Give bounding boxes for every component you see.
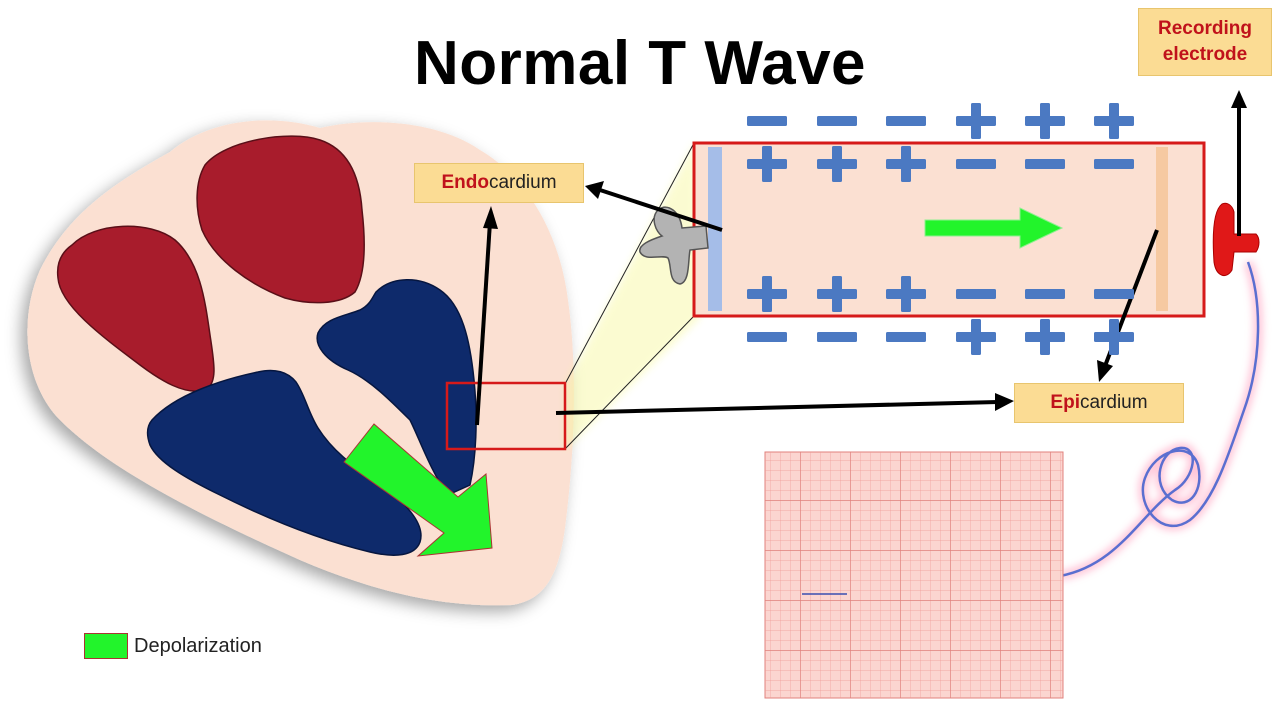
minus-charge-inner-top-4 — [956, 159, 996, 169]
page-title: Normal T Wave — [413, 29, 867, 98]
recording-electrode-icon — [1212, 202, 1260, 277]
plus-charge-outer-top-4 — [956, 103, 996, 139]
electrode-wire — [1059, 261, 1260, 578]
epicardium-label-highlight: Epi — [1050, 392, 1080, 413]
epicardium-edge — [1156, 147, 1168, 311]
zoom-line-bottom — [564, 315, 695, 450]
region-highlight-box — [445, 381, 567, 451]
plus-charge-inner-bottom-2 — [817, 276, 857, 312]
right-atrium — [196, 135, 365, 304]
depolarization-legend-label: Depolarization — [134, 634, 262, 657]
epicardium-label-rest: cardium — [1079, 392, 1148, 413]
minus-charge-outer-top-3 — [886, 116, 926, 126]
zoom-line-top — [564, 142, 695, 385]
minus-charge-outer-top-2 — [817, 116, 857, 126]
arrow-endo-heart-head — [483, 206, 498, 229]
minus-charge-inner-bottom-5 — [1025, 289, 1065, 299]
depolarization-arrow-heart — [343, 423, 493, 557]
minus-charge-inner-top-6 — [1094, 159, 1134, 169]
recording-electrode-line1: Recording — [1158, 18, 1252, 39]
plus-charge-inner-top-2 — [817, 146, 857, 182]
arrow-endo-tissue — [599, 188, 723, 232]
minus-charge-inner-bottom-4 — [956, 289, 996, 299]
left-ventricle — [146, 369, 422, 556]
recording-electrode-line2: electrode — [1162, 44, 1248, 65]
arrow-epi-heart — [555, 400, 999, 415]
arrow-endo-heart — [475, 221, 492, 426]
right-ventricle — [316, 279, 477, 496]
arrow-epi-tissue-head — [1097, 360, 1113, 382]
zoom-glow — [565, 142, 700, 450]
plus-charge-inner-top-3 — [886, 146, 926, 182]
depolarization-arrow-tissue — [924, 207, 1064, 249]
recording-electrode-label: Recording electrode — [1138, 8, 1272, 76]
plus-charge-inner-top-1 — [747, 146, 787, 182]
minus-charge-outer-bottom-2 — [817, 332, 857, 342]
minus-charge-outer-bottom-1 — [747, 332, 787, 342]
arrow-endo-tissue-head — [585, 181, 604, 199]
depolarization-swatch — [84, 633, 128, 659]
endocardium-label-highlight: Endo — [441, 172, 489, 193]
arrow-epi-heart-head — [995, 393, 1014, 411]
arrow-recording-electrode-head — [1231, 90, 1247, 108]
minus-charge-inner-bottom-6 — [1094, 289, 1134, 299]
plus-charge-outer-bottom-5 — [1025, 319, 1065, 355]
legend: Depolarization — [84, 633, 262, 659]
ecg-grid — [765, 452, 1063, 698]
minus-charge-inner-top-5 — [1025, 159, 1065, 169]
minus-charge-outer-top-1 — [747, 116, 787, 126]
endocardium-label-rest: cardium — [488, 172, 557, 193]
plus-charge-inner-bottom-3 — [886, 276, 926, 312]
plus-charge-outer-top-5 — [1025, 103, 1065, 139]
plus-charge-outer-bottom-6 — [1094, 319, 1134, 355]
plus-charge-outer-top-6 — [1094, 103, 1134, 139]
minus-charge-outer-bottom-3 — [886, 332, 926, 342]
plus-charge-inner-bottom-1 — [747, 276, 787, 312]
charge-signs — [747, 103, 1134, 355]
plus-charge-outer-bottom-4 — [956, 319, 996, 355]
